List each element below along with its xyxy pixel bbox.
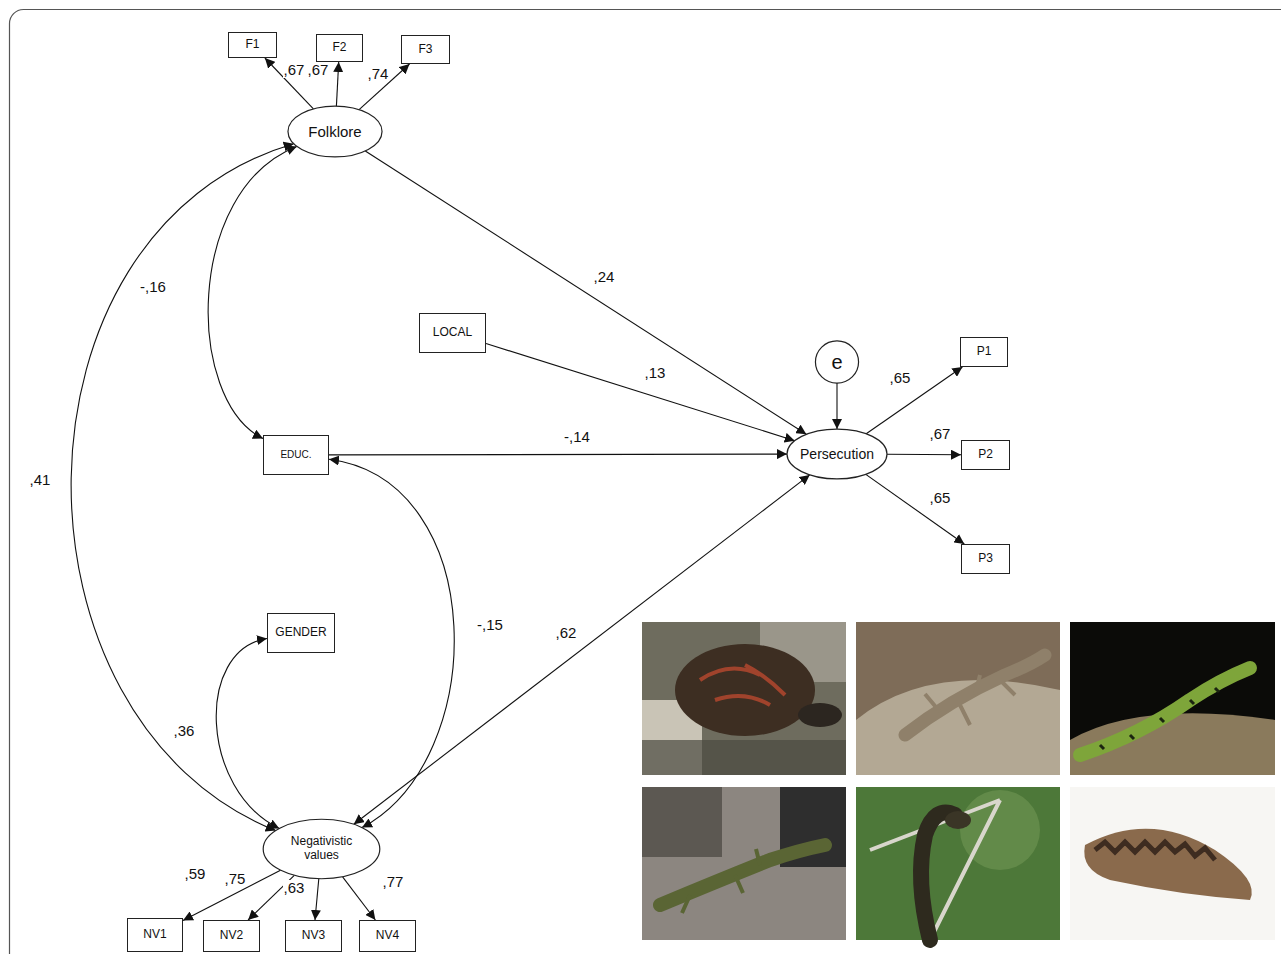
node-label: P2 — [978, 448, 993, 462]
node-label: NV4 — [376, 929, 399, 943]
path-coefficient: ,65 — [929, 490, 952, 507]
path-coefficient: ,67 — [307, 62, 330, 79]
path-coefficient: ,67 — [929, 426, 952, 443]
node-label: Folklore — [308, 123, 361, 140]
covariance-arc — [208, 146, 297, 438]
node-label: GENDER — [275, 626, 326, 640]
path-arrow — [365, 151, 806, 434]
path-arrow — [359, 64, 409, 110]
indicator-box: F3 — [401, 35, 450, 64]
node-label: P3 — [978, 552, 993, 566]
latent-ellipse: Folklore — [287, 105, 383, 158]
latent-ellipse: Persecution — [786, 428, 888, 480]
indicator-box: P3 — [961, 544, 1010, 574]
path-coefficient: ,67 — [283, 62, 306, 79]
indicator-box: NV3 — [285, 920, 342, 952]
turtle-photo — [642, 622, 846, 775]
indicator-box: P1 — [960, 337, 1008, 367]
node-label: Persecution — [800, 446, 874, 462]
node-label: F2 — [332, 41, 346, 55]
observed-box: LOCAL — [419, 313, 486, 353]
path-coefficient: ,65 — [889, 370, 912, 387]
latent-ellipse: Negativistic values — [262, 818, 381, 880]
path-arrow — [354, 475, 810, 824]
indicator-box: F2 — [316, 34, 363, 62]
path-arrow — [866, 367, 962, 434]
error-circle: e — [815, 340, 859, 384]
path-arrow — [336, 62, 338, 106]
path-coefficient: -,15 — [476, 617, 504, 634]
observed-box: GENDER — [267, 613, 335, 653]
path-arrow — [836, 383, 837, 429]
gecko-photo — [856, 622, 1060, 775]
path-arrow — [887, 454, 961, 456]
path-coefficient: ,77 — [382, 874, 405, 891]
node-label: F3 — [418, 43, 432, 57]
green-lizard-photo — [1070, 622, 1275, 775]
indicator-box: NV2 — [203, 920, 260, 952]
path-coefficient: ,59 — [184, 866, 207, 883]
path-coefficient: ,41 — [29, 472, 52, 489]
path-coefficient: ,75 — [224, 871, 247, 888]
lizard-photo — [642, 787, 846, 940]
node-label: NV2 — [220, 929, 243, 943]
node-label: LOCAL — [433, 326, 472, 340]
indicator-box: NV1 — [127, 918, 183, 952]
path-coefficient: ,62 — [555, 625, 578, 642]
path-coefficient: ,63 — [283, 880, 306, 897]
path-arrow — [486, 344, 795, 441]
node-label: NV1 — [143, 928, 166, 942]
covariance-arc — [216, 639, 279, 829]
path-coefficient: ,36 — [173, 723, 196, 740]
path-coefficient: -,16 — [139, 279, 167, 296]
node-label: e — [831, 351, 842, 374]
path-arrow — [329, 454, 787, 456]
viper-photo — [1070, 787, 1275, 940]
path-coefficient: ,74 — [367, 66, 390, 83]
node-label: F1 — [245, 38, 259, 52]
covariance-arc — [71, 144, 294, 831]
path-coefficient: ,24 — [593, 269, 616, 286]
covariance-arc — [329, 459, 454, 827]
observed-box: EDUC. — [263, 435, 329, 475]
path-arrow — [343, 877, 376, 920]
path-coefficient: -,14 — [563, 429, 591, 446]
snake-photo — [856, 787, 1060, 940]
path-arrow — [315, 879, 319, 920]
indicator-box: P2 — [961, 440, 1010, 470]
indicator-box: NV4 — [359, 920, 416, 952]
node-label: EDUC. — [280, 449, 311, 461]
path-arrow — [866, 474, 965, 544]
indicator-box: F1 — [228, 32, 277, 58]
figure-frame — [10, 10, 1281, 954]
node-label: NV3 — [302, 929, 325, 943]
path-coefficient: ,13 — [644, 365, 667, 382]
node-label: Negativistic values — [278, 835, 366, 863]
node-label: P1 — [977, 345, 992, 359]
